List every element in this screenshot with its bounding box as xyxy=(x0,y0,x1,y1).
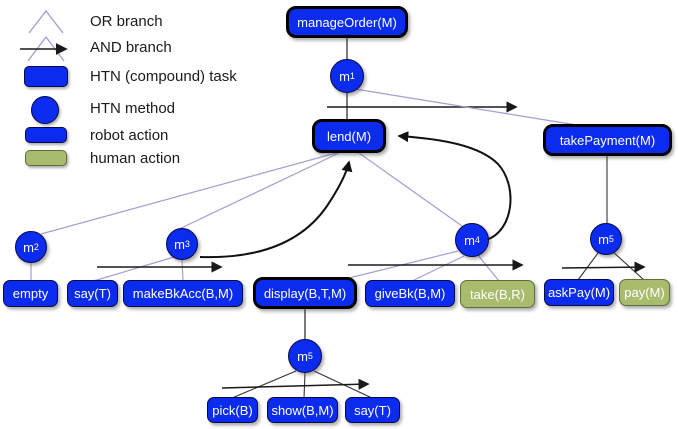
method-m2-label: m xyxy=(23,239,34,255)
robot-action-swatch xyxy=(25,127,67,143)
task-take-payment: takePayment(M) xyxy=(543,124,672,156)
method-m5-display-sub: 5 xyxy=(307,350,313,361)
action-ask-pay: askPay(M) xyxy=(544,279,614,306)
legend-label-compound-task: HTN (compound) task xyxy=(90,68,237,85)
edge-m3-makebkacc xyxy=(181,259,184,282)
edge-m3-say xyxy=(89,256,175,283)
recursive-edge-m4-lend xyxy=(397,131,512,241)
recursive-edge-m3-lend xyxy=(199,160,353,259)
action-empty: empty xyxy=(3,280,58,307)
task-manage-order: manageOrder(M) xyxy=(286,6,408,38)
and-arrow-m5-payment xyxy=(561,261,646,273)
method-m5-payment-sub: 5 xyxy=(608,233,614,244)
method-circle-swatch xyxy=(31,96,59,124)
action-say-t2: say(T) xyxy=(345,397,400,423)
task-lend: lend(M) xyxy=(312,119,386,153)
action-pick: pick(B) xyxy=(207,397,258,423)
edge-m5pay-pay xyxy=(611,250,645,281)
compound-task-swatch xyxy=(24,66,68,87)
edge-m5pay-askpay xyxy=(577,252,599,281)
edge-m1-takepayment xyxy=(354,88,590,128)
legend-label-human-action: human action xyxy=(90,150,181,167)
action-take: take(B,R) xyxy=(460,280,535,308)
or-edge-lend-m3 xyxy=(176,152,340,231)
human-action-swatch xyxy=(25,150,67,166)
or-branch-caret xyxy=(28,9,64,34)
method-m1-label: m xyxy=(339,68,350,84)
edge-m5display-pick xyxy=(231,370,297,399)
method-m5-display-label: m xyxy=(297,348,308,364)
action-say-t: say(T) xyxy=(67,280,118,307)
edge-m4-givebk xyxy=(411,255,465,282)
action-make-bk-acc: makeBkAcc(B,M) xyxy=(123,280,243,307)
method-m2-sub: 2 xyxy=(33,241,39,252)
method-m4-sub: 4 xyxy=(474,234,480,245)
method-m3-label: m xyxy=(174,236,185,252)
method-m5-payment-label: m xyxy=(598,231,609,247)
action-pay: pay(M) xyxy=(619,279,670,306)
legend-label-and-branch: AND branch xyxy=(90,39,172,56)
action-give-bk: giveBk(B,M) xyxy=(365,280,455,307)
method-m3-sub: 3 xyxy=(184,238,190,249)
task-display: display(B,T,M) xyxy=(253,277,357,309)
edge-m4-take xyxy=(476,253,500,282)
method-m4-label: m xyxy=(464,232,475,248)
or-edge-lend-m4 xyxy=(358,152,463,227)
action-show: show(B,M) xyxy=(267,397,338,423)
legend-label-or-branch: OR branch xyxy=(90,13,163,30)
and-arrow-m5-display xyxy=(221,378,370,390)
or-edge-lend-m2 xyxy=(40,152,337,235)
legend-label-robot-action: robot action xyxy=(90,127,169,144)
legend-label-htn-method: HTN method xyxy=(90,100,176,117)
method-m1-sub: 1 xyxy=(349,70,355,81)
